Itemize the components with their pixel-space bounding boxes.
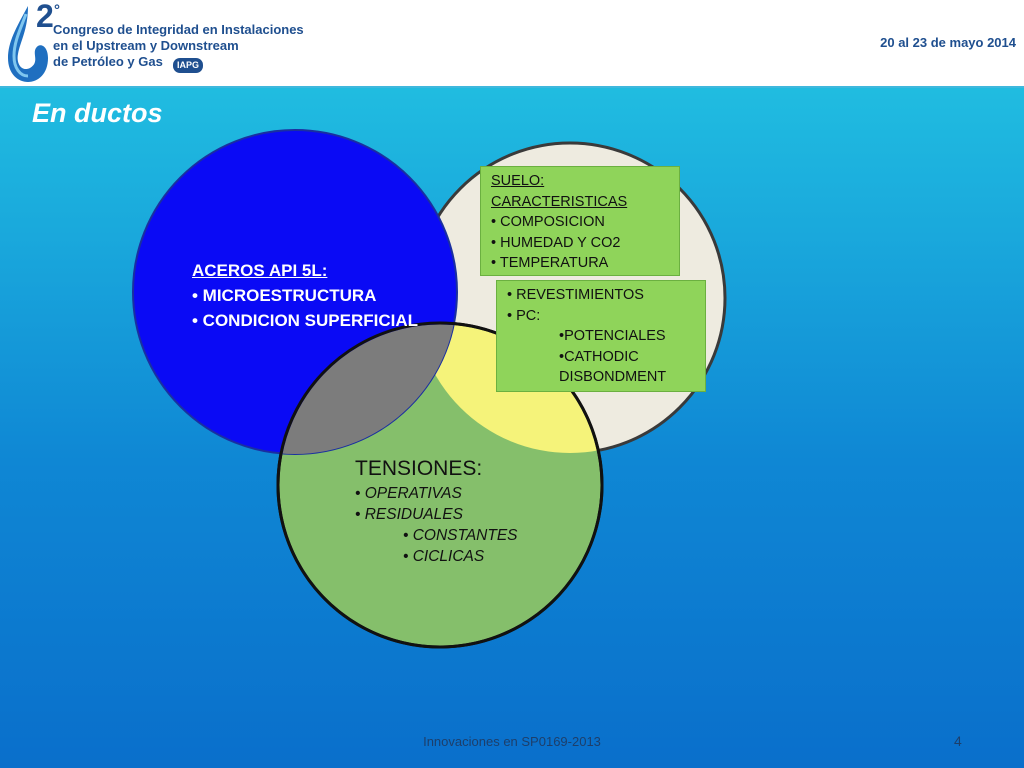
header-banner: 2 ° Congreso de Integridad en Instalacio… — [0, 0, 1024, 88]
logo-degree: ° — [54, 2, 60, 19]
footer-text: Innovaciones en SP0169-2013 — [423, 734, 601, 749]
coating-box: • REVESTIMIENTOS • PC: •POTENCIALES •CAT… — [496, 280, 706, 392]
stress-labels: TENSIONES: • OPERATIVAS • RESIDUALES • C… — [355, 455, 518, 567]
green-circle-outline — [276, 321, 604, 649]
grey-overlap — [279, 324, 457, 454]
conference-line-2: en el Upstream y Downstream — [53, 38, 239, 53]
conference-line-1: Congreso de Integridad en Instalaciones — [53, 22, 304, 37]
iapg-badge: IAPG — [173, 58, 203, 73]
event-date: 20 al 23 de mayo 2014 — [880, 35, 1016, 50]
coating-sub-1: •POTENCIALES — [559, 328, 666, 344]
coating-item-2: • PC: — [507, 307, 541, 324]
stress-sub-1: • CONSTANTES — [403, 527, 518, 544]
coating-item-1: • REVESTIMIENTOS — [507, 287, 644, 303]
coating-sub-3: DISBONDMENT — [559, 369, 667, 385]
stress-item-2: • RESIDUALES — [355, 506, 463, 523]
soil-item-1: • COMPOSICION — [491, 214, 605, 230]
stress-sub-2: • CICLICAS — [403, 548, 485, 565]
stress-heading: TENSIONES: — [355, 457, 483, 480]
soil-box: SUELO: CARACTERISTICAS • COMPOSICION • H… — [480, 166, 680, 276]
conference-name: Congreso de Integridad en Instalaciones … — [53, 22, 304, 70]
conference-line-3: de Petróleo y Gas — [53, 54, 163, 69]
soil-item-2: • HUMEDAD Y CO2 — [491, 234, 621, 251]
slide-title: En ductos — [32, 98, 163, 128]
soil-item-3: • TEMPERATURA — [491, 255, 609, 271]
steel-item-1: • MICROESTRUCTURA — [192, 286, 377, 305]
drop-logo-icon — [8, 6, 48, 82]
steel-labels: ACEROS API 5L: • MICROESTRUCTURA • CONDI… — [192, 258, 418, 333]
coating-sub-2: •CATHODIC — [559, 348, 639, 365]
yellow-overlap — [415, 324, 601, 453]
stress-item-1: • OPERATIVAS — [355, 485, 462, 502]
soil-heading-1: SUELO: — [491, 173, 545, 189]
soil-heading-2: CARACTERISTICAS — [491, 193, 628, 210]
steel-item-2: • CONDICION SUPERFICIAL — [192, 311, 419, 330]
page-number: 4 — [954, 733, 962, 749]
steel-heading: ACEROS API 5L: — [192, 261, 328, 280]
logo-number: 2 — [36, 0, 54, 34]
